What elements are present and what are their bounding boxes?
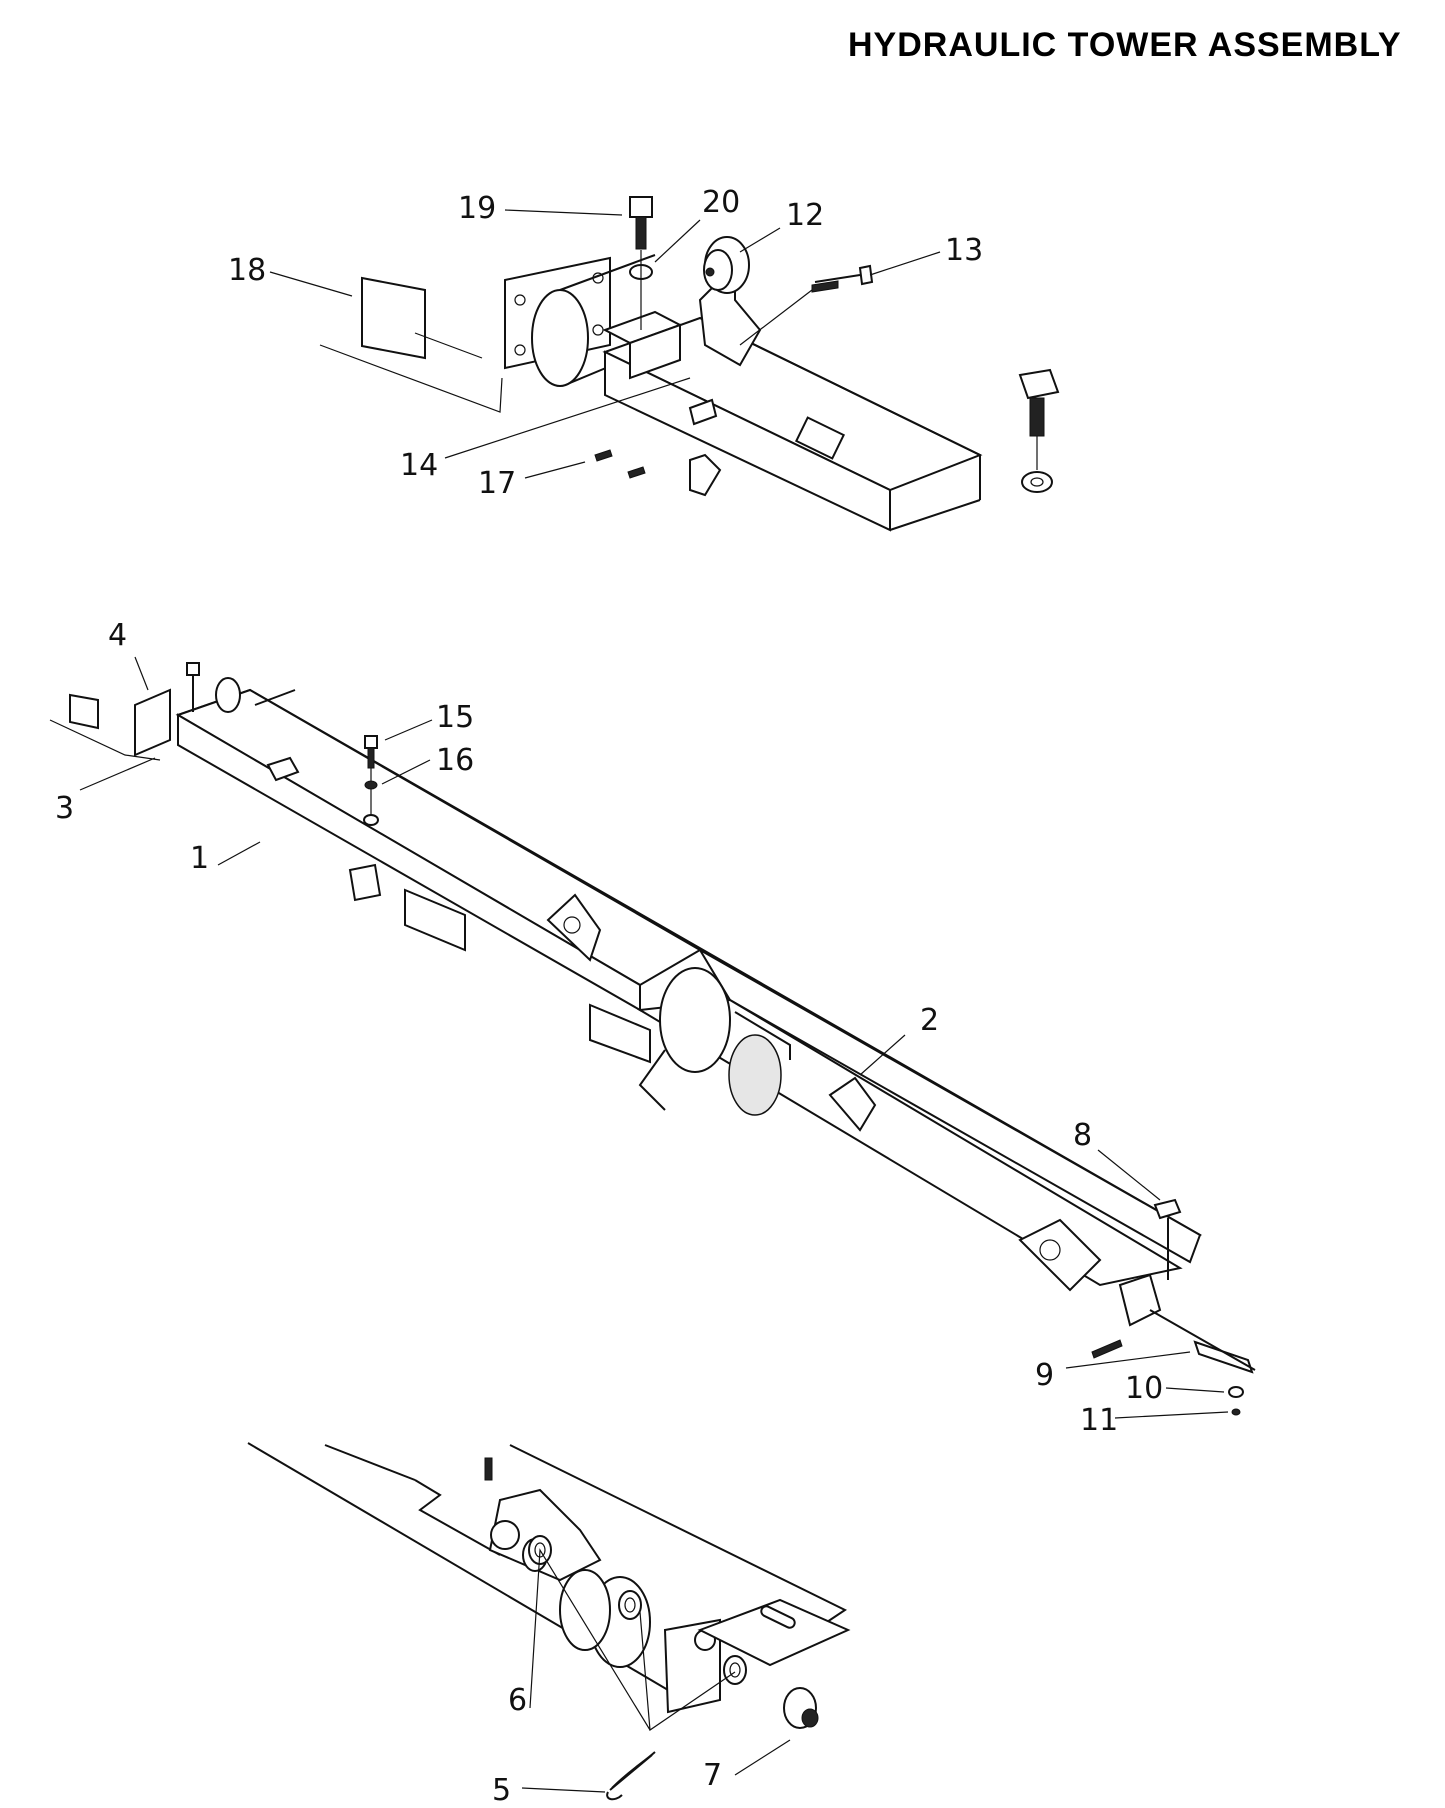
part-9-pin	[1091, 1339, 1123, 1359]
part-5-hairpin	[606, 1751, 656, 1801]
callout-20: 20	[702, 185, 740, 220]
callout-4: 4	[108, 618, 127, 653]
callout-9: 9	[1035, 1358, 1054, 1393]
callout-10: 10	[1125, 1371, 1163, 1406]
part-15-bolt	[364, 735, 378, 820]
callout-6: 6	[508, 1683, 527, 1718]
channel	[697, 1598, 851, 1667]
full-assembly-view	[49, 662, 1256, 1416]
callout-8: 8	[1073, 1118, 1092, 1153]
callout-17: 17	[478, 466, 516, 501]
hex-bolt-right	[1018, 368, 1060, 493]
mid-hinge-bracket	[546, 893, 602, 962]
top-bracket-2	[828, 1076, 877, 1132]
small-flange	[134, 688, 171, 757]
part-11-nut	[1231, 1408, 1241, 1416]
callout-2: 2	[920, 1003, 939, 1038]
part-6-washer-b	[618, 1590, 642, 1620]
page-title: HYDRAULIC TOWER ASSEMBLY	[848, 26, 1402, 64]
part-10-washer	[1228, 1386, 1244, 1398]
callout-11: 11	[1080, 1403, 1118, 1438]
callout-5: 5	[492, 1773, 511, 1808]
clevis-bracket	[488, 1488, 602, 1582]
end-fittings	[1018, 1218, 1102, 1292]
callout-7: 7	[703, 1758, 722, 1793]
top-detail-view	[319, 196, 1060, 532]
part-13-bolt	[739, 264, 874, 346]
callout-16: 16	[436, 743, 474, 778]
callout-3: 3	[55, 791, 74, 826]
part-19-bolt	[629, 196, 653, 250]
tube-end	[531, 289, 589, 387]
bottom-detail-view	[247, 1442, 851, 1801]
part-7-fitting	[783, 1687, 819, 1729]
part-8-pin	[1153, 1198, 1182, 1280]
part-2-inner-tube	[697, 947, 1202, 1264]
part-4-plate	[69, 693, 99, 730]
part-6-washer-c	[723, 1655, 747, 1685]
part-16-washer	[364, 780, 378, 790]
part-18-plate	[361, 276, 426, 360]
callout-12: 12	[786, 198, 824, 233]
tube-collar	[659, 967, 731, 1073]
tab-plate	[1193, 1340, 1254, 1374]
callout-numbers: 19 20 12 13 18 14 17 4 3 1 15 16 2 8 9 1…	[55, 185, 1163, 1808]
callout-13: 13	[945, 233, 983, 268]
callout-14: 14	[400, 448, 438, 483]
callout-1: 1	[190, 841, 209, 876]
leader-lines	[79, 209, 1229, 1793]
callout-18: 18	[228, 253, 266, 288]
part-17-screw	[594, 449, 613, 462]
callout-15: 15	[436, 700, 474, 735]
callout-19: 19	[458, 191, 496, 226]
beam-window	[794, 416, 846, 460]
